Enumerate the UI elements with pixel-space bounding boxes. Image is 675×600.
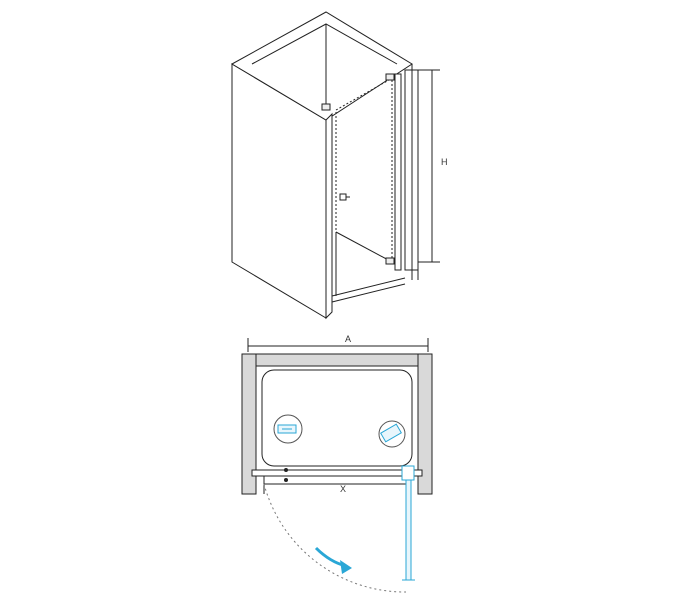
floor-front-line	[331, 277, 406, 297]
door-glass-open	[405, 473, 412, 581]
door-handle	[339, 193, 350, 201]
pivot-dot-2	[284, 478, 288, 482]
wall-profile	[394, 73, 402, 271]
shower-tray-inner	[261, 369, 413, 467]
hinge-detail-left	[273, 414, 303, 444]
width-dimension	[247, 338, 429, 352]
elevation-view	[230, 11, 419, 320]
back-wall	[241, 353, 433, 367]
door-pivot-block	[401, 465, 415, 481]
hinge-detail-right	[378, 420, 406, 448]
floor-front-line-2	[331, 283, 406, 303]
door-top-line	[335, 75, 397, 111]
pivot-dot-1	[284, 468, 288, 472]
corner-bracket	[321, 103, 331, 111]
threshold-profile	[251, 469, 423, 477]
plan-view: A X	[241, 334, 433, 593]
height-dimension	[418, 69, 440, 263]
opening-label: X	[340, 484, 346, 494]
height-label: H	[441, 157, 448, 167]
top-hinge	[385, 73, 395, 81]
left-wall-side	[325, 112, 333, 320]
swing-arrow-head	[340, 560, 352, 574]
back-floor-line	[335, 231, 393, 263]
width-label: A	[345, 334, 351, 344]
bottom-hinge	[385, 257, 395, 265]
door-swing-arc	[263, 483, 407, 593]
